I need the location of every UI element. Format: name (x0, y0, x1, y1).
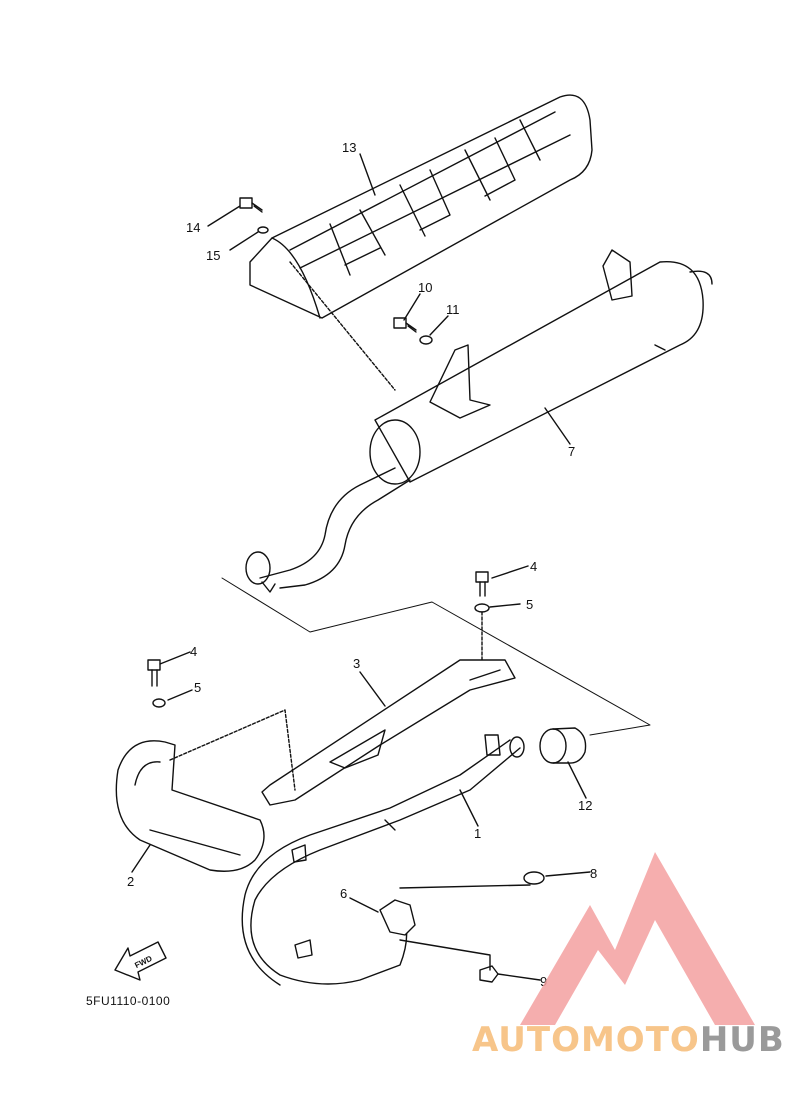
callout-10: 10 (418, 280, 432, 295)
callout-7: 7 (568, 444, 575, 459)
callout-13: 13 (342, 140, 356, 155)
callout-9: 9 (540, 974, 547, 989)
callout-3: 3 (353, 656, 360, 671)
washer-5-left (152, 698, 166, 708)
heat-protector (249, 94, 593, 319)
bolt-10 (393, 317, 417, 333)
brand-part-2: HUB (699, 1020, 785, 1060)
gasket (539, 727, 587, 764)
bolt-4-left (147, 659, 161, 687)
callout-4-left: 4 (190, 644, 197, 659)
washer-5-right (474, 603, 490, 613)
callout-8: 8 (590, 866, 597, 881)
collar-8 (523, 871, 545, 885)
callout-5-right: 5 (526, 597, 533, 612)
bracket (261, 659, 516, 806)
callout-11: 11 (446, 302, 460, 317)
guard (115, 709, 296, 872)
fwd-arrow-icon: FWD (114, 941, 167, 981)
watermark-brand: AUTOMOTOHUB (472, 1020, 785, 1060)
washer-15 (257, 226, 269, 234)
callout-6: 6 (340, 886, 347, 901)
damper (379, 884, 531, 971)
callout-14: 14 (186, 220, 200, 235)
nut-9 (479, 965, 499, 983)
part-code: 5FU1110-0100 (86, 994, 171, 1008)
muffler (245, 249, 713, 593)
brand-part-1: AUTOMOTO (472, 1020, 700, 1060)
bolt-14 (239, 197, 263, 213)
bolt-4-right (475, 571, 489, 597)
washer-11 (419, 335, 433, 345)
callout-2: 2 (127, 874, 134, 889)
callout-5-left: 5 (194, 680, 201, 695)
callout-1: 1 (474, 826, 481, 841)
exhaust-pipe (241, 734, 525, 986)
callout-15: 15 (206, 248, 220, 263)
watermark-logo-icon (520, 852, 755, 1025)
callout-4-right: 4 (530, 559, 537, 574)
callout-12: 12 (578, 798, 592, 813)
